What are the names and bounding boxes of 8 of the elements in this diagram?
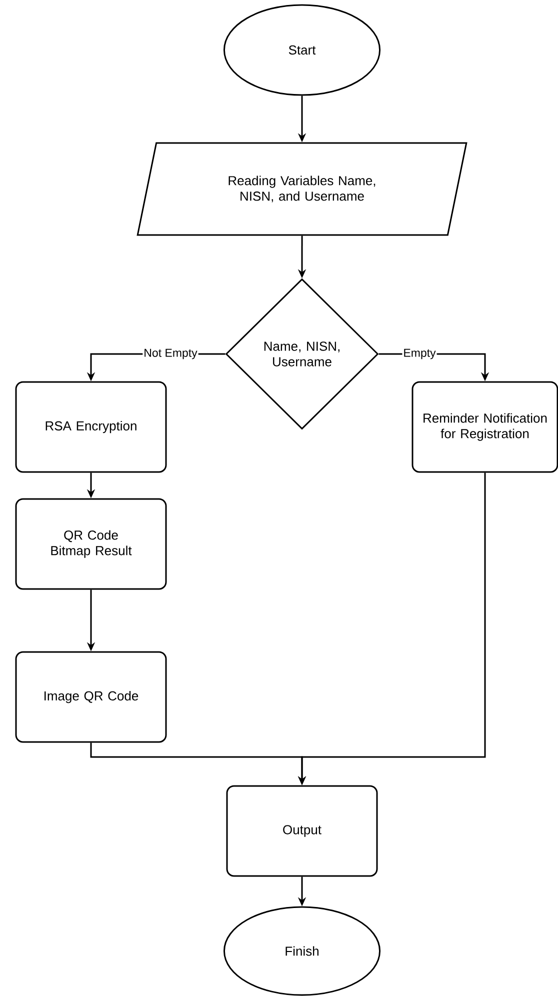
input-parallelogram: Reading Variables Name, NISN, and Username xyxy=(136,142,468,236)
process-box: RSA Encryption xyxy=(15,381,167,473)
process-box: Image QR Code xyxy=(15,651,167,743)
process-box: Output xyxy=(226,785,378,877)
edge-label: Empty xyxy=(402,348,437,360)
process-box: QR Code Bitmap Result xyxy=(15,498,167,590)
edge-label: Not Empty xyxy=(142,348,198,360)
process-box: Reminder Notification for Registration xyxy=(412,381,558,473)
